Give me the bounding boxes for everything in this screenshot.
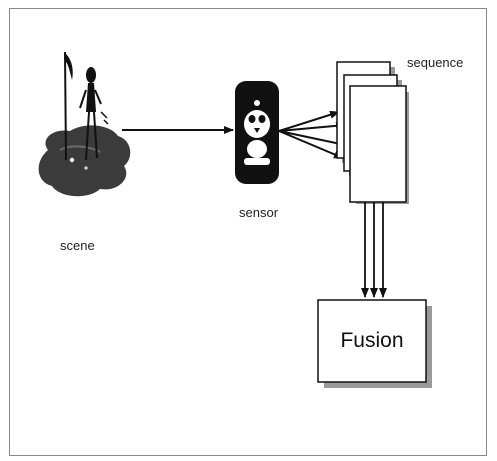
arrow-sensor-to-frame-4 [279,131,343,158]
sensor-label: sensor [239,205,278,220]
fusion-label: Fusion [318,300,426,382]
sequence-stack [337,62,409,204]
scene-ground [39,125,131,196]
scene-illustration-icon [39,52,131,196]
scene-label: scene [60,238,95,253]
sequence-label: sequence [407,55,463,70]
camera-sensor-icon [235,81,279,184]
